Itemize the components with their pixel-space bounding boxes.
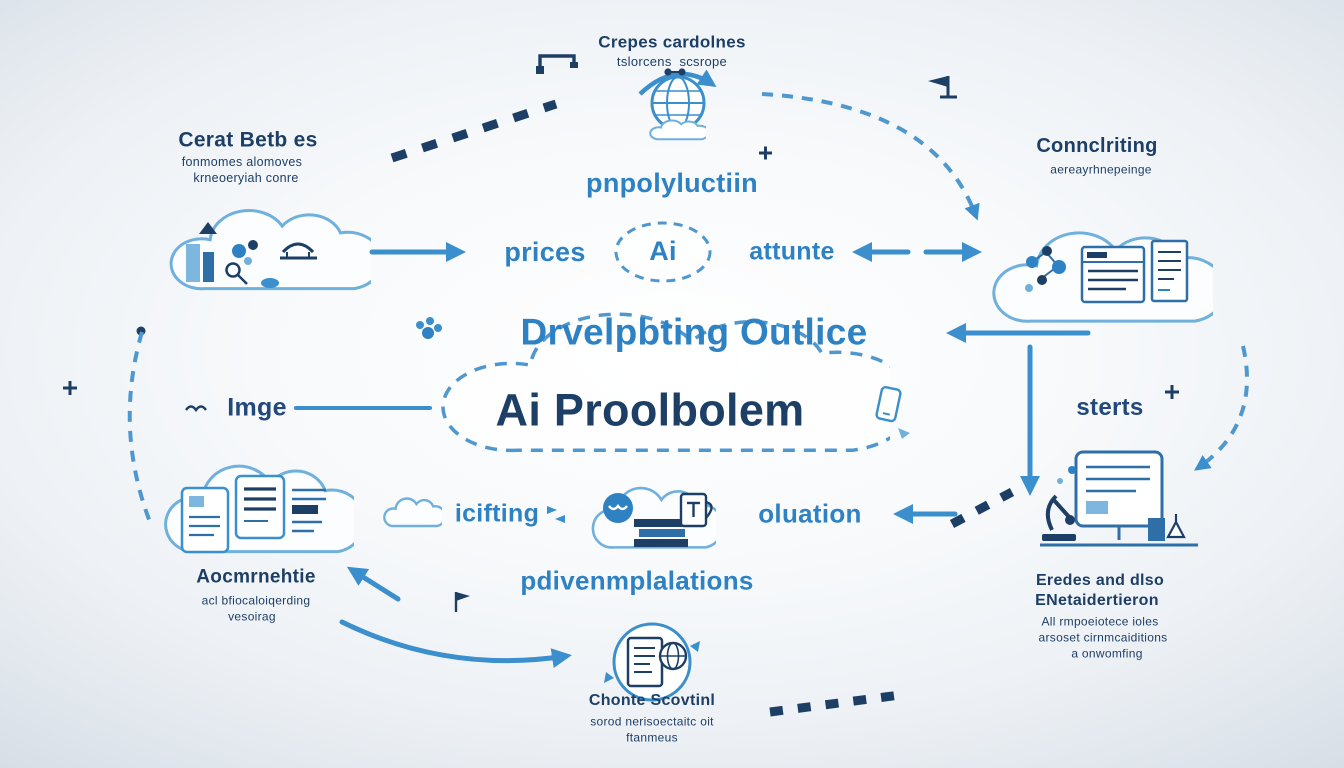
center-title-line2: Ai Proolbolem — [495, 384, 805, 436]
top-left-title: Cerat Betb es — [178, 128, 318, 152]
ai-badge: Ai — [649, 236, 677, 267]
bottom-left-line3: vesoirag — [228, 609, 276, 624]
top-left-line2: fonmomes alomoves — [181, 155, 303, 170]
bottom-right-line5: a onwomfing — [1071, 646, 1143, 661]
bottom-left-line2: acl bfiocaloiqerding — [201, 593, 311, 608]
implementations-label: pdivenmplalations — [520, 565, 754, 596]
bottom-right-line4: arsoset cirnmcaiditions — [1038, 630, 1168, 645]
attunte-label: attunte — [749, 237, 835, 266]
sterts-label: sterts — [1076, 393, 1144, 421]
center-title-line1: Drvelpbting Outlice — [520, 311, 868, 353]
bottom-left-title: Aocmrnehtie — [196, 566, 316, 588]
bottom-right-line3: All rmpoeiotece ioles — [1041, 614, 1159, 629]
oluation-label: oluation — [758, 498, 862, 529]
top-right-line2: aereayrhnepeinge — [1050, 162, 1152, 177]
prices-label: prices — [504, 237, 586, 268]
top-right-title: Connclriting — [1036, 135, 1158, 157]
bottom-right-line2: ENetaidertieron — [1035, 592, 1159, 610]
bottom-center-line2: sorod nerisoectaitc oit — [590, 714, 714, 729]
bottom-center-title: Chonte Scovtinl — [588, 692, 716, 710]
top-center-title: Crepes cardolnes — [598, 32, 746, 52]
image-label: Imge — [227, 393, 287, 422]
top-left-line3: krneoeryiah conre — [193, 171, 299, 186]
top-center-subtitle: tslorcens scsrope — [616, 53, 728, 69]
bottom-center-line3: ftanmeus — [626, 730, 678, 745]
bottom-right-line1: Eredes and dlso — [1035, 572, 1165, 590]
production-label: pnpolyluctiin — [586, 168, 758, 199]
icifting-label: icifting — [454, 499, 540, 528]
